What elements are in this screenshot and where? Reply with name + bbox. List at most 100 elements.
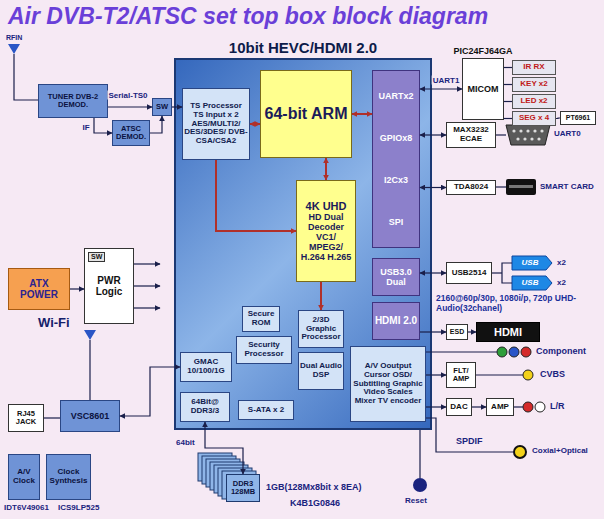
db9-pin — [516, 137, 519, 140]
note-label: x2 — [557, 258, 566, 267]
video-decoder: 4K UHDHD Dual Decoder VC1/ MPEG2/ H.264 … — [296, 180, 356, 282]
bus-arrow — [250, 123, 260, 125]
note-label: 64bit — [176, 438, 195, 447]
text-stack: MAX3232 ECAE — [447, 123, 495, 147]
wifi-antenna — [84, 330, 96, 340]
text-stack: RJ45 JACK — [9, 405, 43, 431]
note-label: UART0 — [554, 129, 581, 138]
text-stack: 2/3D Graphic Processor — [299, 311, 343, 347]
signal-line — [504, 101, 512, 102]
wifi-wire — [89, 340, 90, 400]
dac-box: DAC — [446, 398, 472, 416]
bus-arrow — [216, 160, 296, 231]
note-label: USB — [512, 258, 548, 267]
block-label: A/V Ooutput Cursor OSD/ Subtitling Graph… — [352, 362, 424, 407]
note-label: SPDIF — [456, 436, 483, 446]
text-stack: KEY x2 — [513, 78, 555, 91]
bus-arrow — [325, 158, 327, 180]
signal-line — [426, 374, 446, 375]
block-label: MICOM — [464, 84, 502, 94]
text-stack: SEG x 4 — [513, 112, 555, 125]
text-stack: IR RX — [513, 61, 555, 74]
note-label: 1GB(128Mx8bit x 8EA) — [266, 482, 362, 492]
note-label: Component — [536, 346, 586, 356]
block-label: ESD — [448, 328, 466, 336]
block-label: GMAC 10/100/1G — [182, 358, 230, 376]
text-stack: FLT/ AMP — [447, 363, 475, 387]
amp-box: AMP — [486, 398, 514, 416]
note-label: Wi-Fi — [38, 316, 70, 331]
db9-pin — [512, 129, 515, 132]
demod-box: ATSC DEMOD. — [112, 120, 150, 146]
block-label: DAC — [448, 403, 470, 412]
note-label: Coxial+Optical — [532, 446, 588, 455]
signal-line — [44, 417, 60, 418]
filter-amp: FLT/ AMP — [446, 362, 476, 388]
db9-pin — [533, 129, 536, 132]
clock-chip: A/V Clock — [8, 454, 40, 500]
text-stack: Secure ROM — [243, 307, 279, 331]
block-label: TDA8024 — [448, 183, 494, 192]
hdmi-port: HDMI — [476, 322, 540, 342]
block-label: USB3.0 Dual — [374, 267, 418, 287]
micom-io: SEG x 4 — [512, 111, 556, 126]
db9-pin — [537, 137, 540, 140]
micom-io: LED x2 — [512, 94, 556, 109]
diagram-title: Air DVB-T2/ATSC set top box block diagra… — [8, 3, 488, 30]
signal-line — [108, 106, 152, 107]
peripheral-block: UARTx2GPIOx8I2Cx3SPI — [372, 70, 420, 248]
security-processor: Security Processor — [236, 336, 292, 364]
micom-io: KEY x2 — [512, 77, 556, 92]
text-stack: ESD — [447, 325, 467, 339]
block-label: HD Dual Decoder VC1/ MPEG2/ H.264 H.265 — [298, 212, 354, 262]
block-label: S-ATA x 2 — [240, 406, 292, 415]
block-label: ATSC DEMOD. — [114, 125, 148, 142]
cvbs-jack — [523, 370, 533, 380]
db9-pin — [519, 129, 522, 132]
block-label: AMP — [488, 403, 512, 412]
usb-wire — [502, 263, 512, 283]
block-label: GPIOx8 — [374, 133, 418, 143]
rs232-driver: MAX3232 ECAE — [446, 122, 496, 148]
text-stack: HDMI 2.0 — [373, 303, 419, 339]
antenna-symbol — [8, 44, 20, 54]
tuner-box: TUNER DVB-2 DEMOD. — [38, 84, 108, 118]
soc-chip: 10bit HEVC/HDMI 2.0TS Processor TS Input… — [174, 58, 432, 430]
signal-line — [172, 106, 182, 107]
db9-pin — [526, 129, 529, 132]
usb-icon — [512, 256, 552, 270]
text-stack: UARTx2GPIOx8I2Cx3SPI — [373, 71, 419, 247]
block-label: Secure ROM — [244, 310, 278, 328]
signal-line — [420, 134, 446, 135]
note-label: ICS9LP525 — [58, 503, 99, 512]
note-label: L/R — [550, 401, 565, 411]
card-wire — [496, 186, 506, 187]
power-supply: ATX POWER — [8, 268, 70, 310]
component-jack — [497, 347, 507, 357]
text-stack: LED x2 — [513, 95, 555, 108]
reset-wire — [419, 430, 420, 478]
power-output — [134, 263, 160, 264]
text-stack: Clock Synthesis — [47, 455, 90, 499]
block-label: 4K UHD — [298, 200, 354, 212]
rf-wire — [14, 54, 38, 100]
block-label: KEY x2 — [514, 80, 554, 89]
spdif-jack — [514, 446, 526, 458]
uart-wire — [496, 134, 506, 135]
hdmi-block: HDMI 2.0 — [372, 302, 420, 340]
secure-rom: Secure ROM — [242, 306, 280, 332]
gmac-block: GMAC 10/100/1G — [180, 352, 232, 382]
memory-chip: DDR3 128MB — [226, 474, 260, 502]
audio-jack — [535, 402, 545, 412]
text-stack: TS Processor TS Input x 2 AES/MULTI2/ DE… — [183, 89, 249, 159]
block-label: A/V Clock — [10, 468, 38, 486]
block-label: UARTx2 — [374, 91, 418, 101]
text-stack: A/V Clock — [9, 455, 39, 499]
text-stack: GMAC 10/100/1G — [181, 353, 231, 381]
card-interface: TDA8024 — [446, 180, 496, 195]
block-label: PT6961 — [562, 114, 594, 122]
signal-line — [426, 406, 446, 407]
audio-wire — [514, 406, 523, 407]
signal-line — [420, 88, 462, 89]
cpu-core: 64-bit ARM — [260, 70, 352, 158]
